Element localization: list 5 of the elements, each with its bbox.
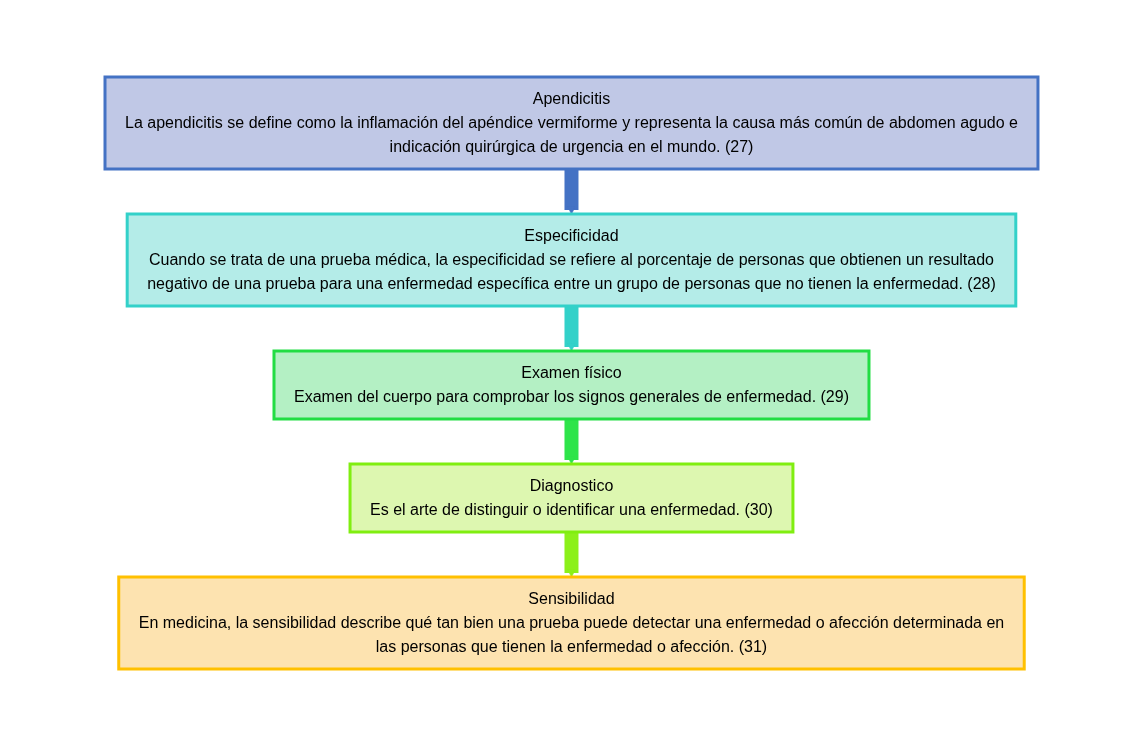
node-box: Diagnostico Es el arte de distinguir o identificar una enfermedad. (30) (348, 462, 794, 533)
node-box: Examen físico Examen del cuerpo para comprobar los signos generales de enfermedad. (29) (272, 349, 870, 420)
node-box: Especificidad Cuando se trata de una prueba médica, la especificidad se refiere al porcentaje de personas que obtienen un resultado negativo de una prueba para una enfermedad específica entre un grupo de personas que no tienen la enfermedad. (28) (125, 212, 1017, 307)
node-box: Apendicitis La apendicitis se define como la inflamación del apéndice vermiforme y representa la causa más común de abdomen agudo e indicación quirúrgica de urgencia en el mundo. (27) (103, 75, 1039, 170)
node-box: Sensibilidad En medicina, la sensibilidad describe qué tan bien una prueba puede detectar una enfermedad o afección determinada en las personas que tienen la enfermedad o afección. (31) (116, 575, 1026, 670)
